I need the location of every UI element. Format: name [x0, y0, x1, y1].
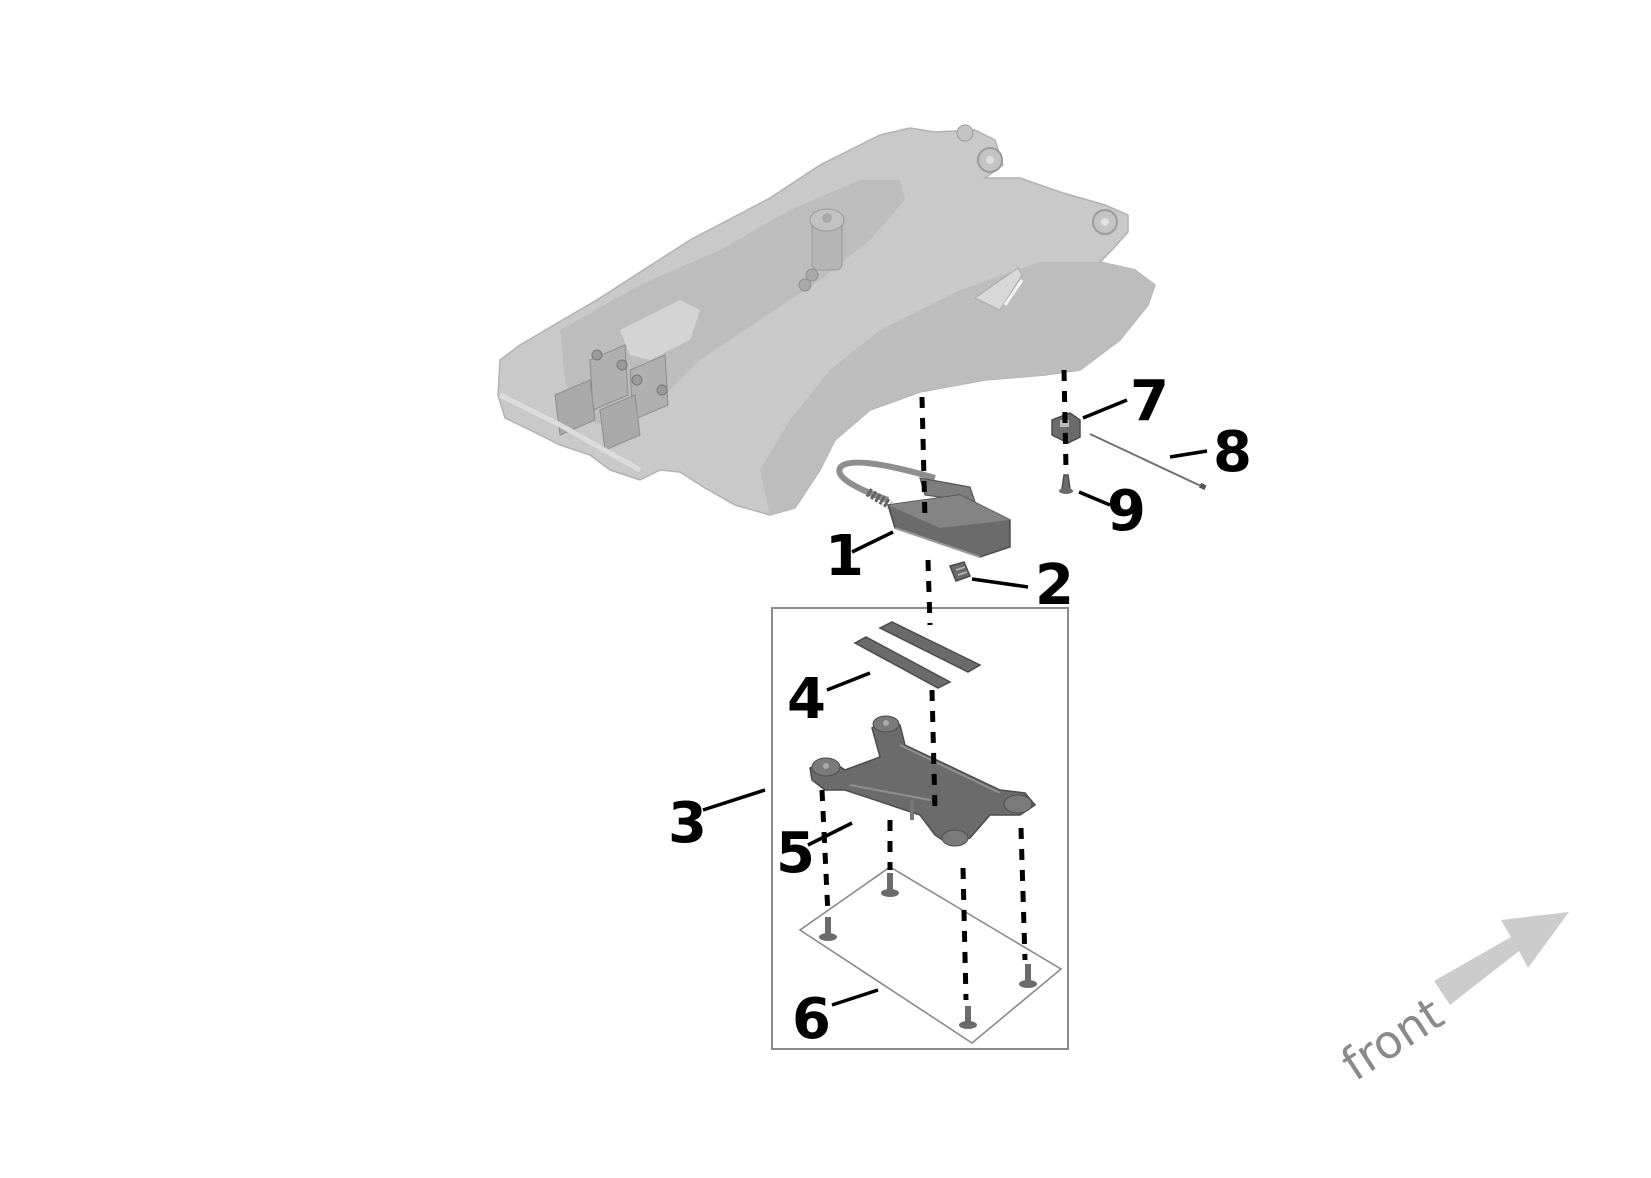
- callout-9: 9: [1107, 479, 1146, 544]
- screw: [1019, 964, 1037, 988]
- part-5-holder-bracket: [809, 715, 1037, 847]
- part-6-screws: [798, 866, 1063, 1044]
- callout-2: 2: [1035, 553, 1074, 618]
- part-4-pads: [853, 621, 982, 689]
- callout-numbers: 1 2 3 4 5 6 7 8 9: [668, 369, 1252, 1052]
- callout-1: 1: [825, 524, 864, 589]
- part-3-kit-box: [771, 607, 1069, 1050]
- leader-lines: [702, 398, 1208, 1007]
- mounting-lugs: [956, 124, 1118, 235]
- shock-mount: [798, 208, 845, 292]
- callout-8: 8: [1213, 420, 1252, 485]
- callout-5: 5: [776, 821, 815, 886]
- screw: [959, 1006, 977, 1029]
- callout-3: 3: [668, 791, 707, 856]
- screw: [819, 917, 837, 941]
- part-9-rivet: [1059, 474, 1073, 494]
- callout-6: 6: [792, 987, 831, 1052]
- callout-7: 7: [1130, 369, 1169, 434]
- rear-fender: [497, 124, 1156, 516]
- front-arrow-icon: [1434, 912, 1569, 1005]
- part-1-module: [836, 459, 1011, 558]
- assembly-lines: [819, 369, 1069, 1001]
- part-8-cable-tie: [1089, 433, 1207, 490]
- callout-4: 4: [787, 667, 826, 732]
- license-bracket: [554, 344, 669, 451]
- fender-vent: [974, 267, 1023, 311]
- part-2-clip: [948, 561, 972, 582]
- screw: [881, 873, 899, 897]
- part-7-clip: [1051, 412, 1081, 444]
- front-label: front: [1332, 986, 1453, 1091]
- front-orientation-indicator: front: [1332, 912, 1569, 1091]
